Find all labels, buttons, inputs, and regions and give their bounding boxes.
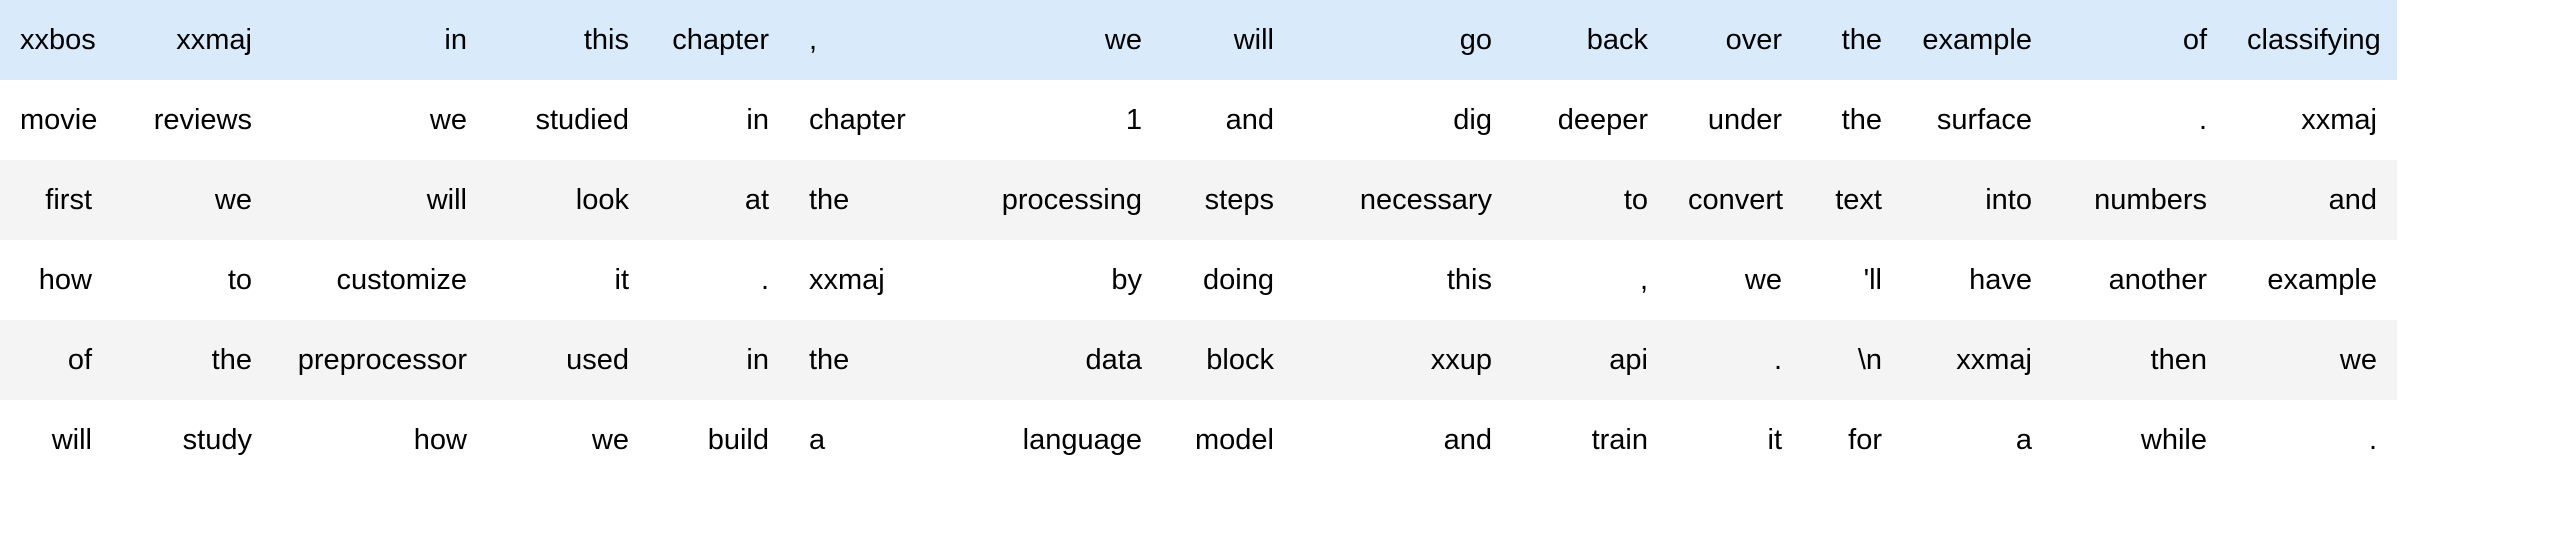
token-cell: xxmaj	[789, 240, 937, 320]
token-cell: the	[789, 160, 937, 240]
token-cell: api	[1512, 320, 1668, 400]
token-cell: and	[1162, 80, 1294, 160]
token-cell: xxmaj	[1902, 320, 2052, 400]
token-cell: preprocessor	[272, 320, 487, 400]
token-cell: 1	[937, 80, 1162, 160]
token-cell: chapter	[649, 0, 789, 80]
token-cell: steps	[1162, 160, 1294, 240]
token-cell: will	[1162, 0, 1294, 80]
token-cell: text	[1802, 160, 1902, 240]
token-cell: over	[1668, 0, 1802, 80]
token-cell: a	[789, 400, 937, 480]
token-cell: build	[649, 400, 789, 480]
token-cell: into	[1902, 160, 2052, 240]
token-cell: of	[0, 320, 112, 400]
token-cell: we	[272, 80, 487, 160]
token-cell: to	[112, 240, 272, 320]
token-cell: studied	[487, 80, 649, 160]
token-cell: chapter	[789, 80, 937, 160]
token-cell: .	[1668, 320, 1802, 400]
token-cell: it	[487, 240, 649, 320]
token-cell: we	[487, 400, 649, 480]
token-cell: 'll	[1802, 240, 1902, 320]
token-cell: numbers	[2052, 160, 2227, 240]
token-cell: train	[1512, 400, 1668, 480]
token-cell: we	[937, 0, 1162, 80]
token-cell: study	[112, 400, 272, 480]
token-cell: how	[0, 240, 112, 320]
token-cell: surface	[1902, 80, 2052, 160]
token-cell: at	[649, 160, 789, 240]
token-cell: we	[1668, 240, 1802, 320]
token-cell: data	[937, 320, 1162, 400]
token-cell: language	[937, 400, 1162, 480]
token-cell: while	[2052, 400, 2227, 480]
token-cell: in	[649, 320, 789, 400]
token-cell: in	[272, 0, 487, 80]
token-cell: xxbos	[0, 0, 112, 80]
token-cell: the	[1802, 80, 1902, 160]
token-cell: example	[1902, 0, 2052, 80]
token-cell: this	[1294, 240, 1512, 320]
token-cell: \n	[1802, 320, 1902, 400]
token-cell: block	[1162, 320, 1294, 400]
token-cell: and	[2227, 160, 2397, 240]
token-cell: doing	[1162, 240, 1294, 320]
token-cell: how	[272, 400, 487, 480]
token-cell: convert	[1668, 160, 1802, 240]
token-cell: to	[1512, 160, 1668, 240]
token-cell: .	[2052, 80, 2227, 160]
token-cell: dig	[1294, 80, 1512, 160]
token-cell: first	[0, 160, 112, 240]
token-cell: .	[649, 240, 789, 320]
token-cell: will	[272, 160, 487, 240]
token-cell: this	[487, 0, 649, 80]
token-cell: ,	[1512, 240, 1668, 320]
token-cell: the	[1802, 0, 1902, 80]
token-cell: example	[2227, 240, 2397, 320]
token-cell: then	[2052, 320, 2227, 400]
token-cell: another	[2052, 240, 2227, 320]
token-cell: the	[789, 320, 937, 400]
token-cell: used	[487, 320, 649, 400]
token-cell: will	[0, 400, 112, 480]
token-cell: and	[1294, 400, 1512, 480]
token-cell: model	[1162, 400, 1294, 480]
token-cell: xxmaj	[112, 0, 272, 80]
token-cell: it	[1668, 400, 1802, 480]
token-cell: processing	[937, 160, 1162, 240]
token-cell: we	[2227, 320, 2397, 400]
token-cell: necessary	[1294, 160, 1512, 240]
token-cell: go	[1294, 0, 1512, 80]
token-cell: have	[1902, 240, 2052, 320]
token-cell: .	[2227, 400, 2397, 480]
token-cell: ,	[789, 0, 937, 80]
token-cell: by	[937, 240, 1162, 320]
token-cell: under	[1668, 80, 1802, 160]
token-cell: movie	[0, 80, 112, 160]
token-cell: reviews	[112, 80, 272, 160]
token-cell: for	[1802, 400, 1902, 480]
token-cell: xxup	[1294, 320, 1512, 400]
token-cell: the	[112, 320, 272, 400]
token-cell: a	[1902, 400, 2052, 480]
token-cell: in	[649, 80, 789, 160]
token-cell: xxmaj	[2227, 80, 2397, 160]
token-cell: customize	[272, 240, 487, 320]
token-cell: we	[112, 160, 272, 240]
token-cell: back	[1512, 0, 1668, 80]
token-cell: deeper	[1512, 80, 1668, 160]
token-cell: classifying	[2227, 0, 2397, 80]
token-cell: of	[2052, 0, 2227, 80]
token-cell: look	[487, 160, 649, 240]
